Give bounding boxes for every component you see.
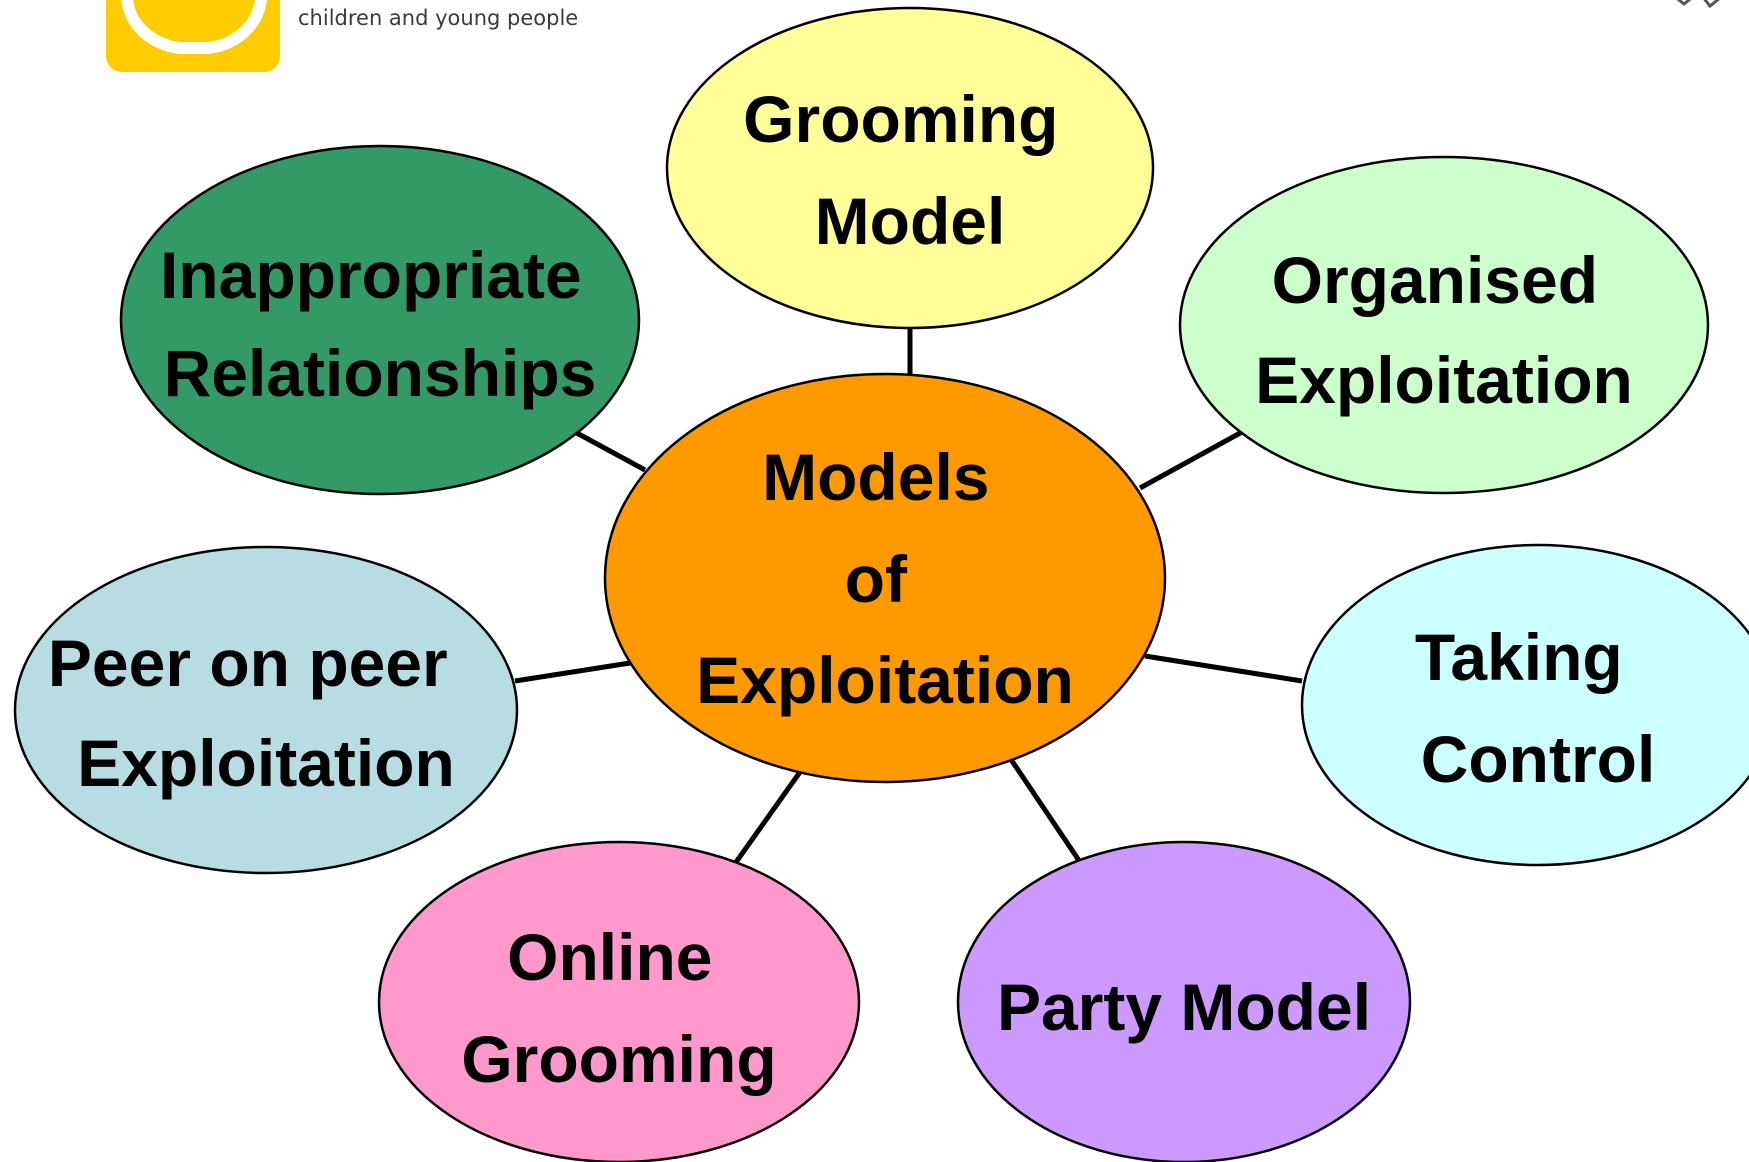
node-online-grooming-label: Online Grooming (461, 920, 776, 1096)
node-online-grooming-line-1: Online (507, 920, 712, 994)
connector-taking-control (1144, 653, 1303, 684)
node-organised-exploitation: Organised Exploitation (1178, 155, 1710, 495)
node-taking-control-label: Taking Control (1415, 620, 1655, 796)
node-grooming-model-line-2: Model (815, 184, 1006, 258)
node-party-model-shape (956, 840, 1412, 1162)
node-taking-control-line-1: Taking (1415, 620, 1623, 694)
logo-badge (106, 0, 280, 72)
node-grooming-model-line-1: Grooming (743, 82, 1058, 156)
logo-face-icon (121, 0, 267, 54)
node-peer-on-peer-exploitation: Peer on peer Exploitation (13, 545, 519, 875)
node-party-model-line-1: Party Model (997, 970, 1371, 1044)
center-node: Models of Exploitation (603, 372, 1167, 784)
center-node-line-3: Exploitation (696, 643, 1074, 717)
organisation-logo (106, 0, 280, 72)
connector-party-model (1007, 756, 1083, 864)
node-grooming-model-shape (665, 6, 1155, 330)
node-grooming-model: Grooming Model (665, 6, 1155, 330)
node-party-model: Party Model (956, 840, 1412, 1162)
node-inappropriate-relationships: Inappropriate Relationships (119, 144, 641, 496)
node-organised-exploitation-label: Organised Exploitation (1255, 243, 1633, 417)
node-online-grooming: Online Grooming (377, 840, 861, 1162)
node-taking-control-line-2: Control (1421, 722, 1656, 796)
connector-organised-exploitation (1138, 429, 1244, 491)
node-organised-exploitation-line-1: Organised (1272, 243, 1598, 317)
node-peer-on-peer-exploitation-label: Peer on peer Exploitation (48, 626, 466, 800)
node-taking-control: Taking Control (1300, 543, 1749, 867)
node-taking-control-shape (1300, 543, 1749, 867)
node-organised-exploitation-line-2: Exploitation (1255, 343, 1633, 417)
node-peer-on-peer-exploitation-shape (13, 545, 519, 875)
node-inappropriate-relationships-line-2: Relationships (164, 336, 597, 410)
center-node-label: Models of Exploitation (696, 440, 1074, 717)
node-grooming-model-label: Grooming Model (743, 82, 1077, 258)
connector-peer-on-peer-exploitation (514, 660, 631, 684)
node-inappropriate-relationships-line-1: Inappropriate (160, 238, 582, 312)
center-node-shape (603, 372, 1167, 784)
center-node-line-1: Models (762, 440, 989, 514)
node-organised-exploitation-shape (1178, 155, 1710, 495)
node-online-grooming-shape (377, 840, 861, 1162)
node-peer-on-peer-exploitation-line-2: Exploitation (77, 726, 455, 800)
node-inappropriate-relationships-label: Inappropriate Relationships (160, 238, 600, 410)
node-inappropriate-relationships-shape (119, 144, 641, 496)
node-peer-on-peer-exploitation-line-1: Peer on peer (48, 626, 448, 700)
organisation-tagline: children and young people (298, 6, 578, 30)
node-online-grooming-line-2: Grooming (461, 1022, 776, 1096)
center-node-line-2: of (845, 542, 908, 616)
connector-inappropriate-relationships (573, 429, 647, 473)
connector-online-grooming (731, 770, 803, 867)
node-party-model-label: Party Model (997, 970, 1371, 1044)
connectors (514, 328, 1303, 867)
corner-icon (1676, 0, 1720, 9)
